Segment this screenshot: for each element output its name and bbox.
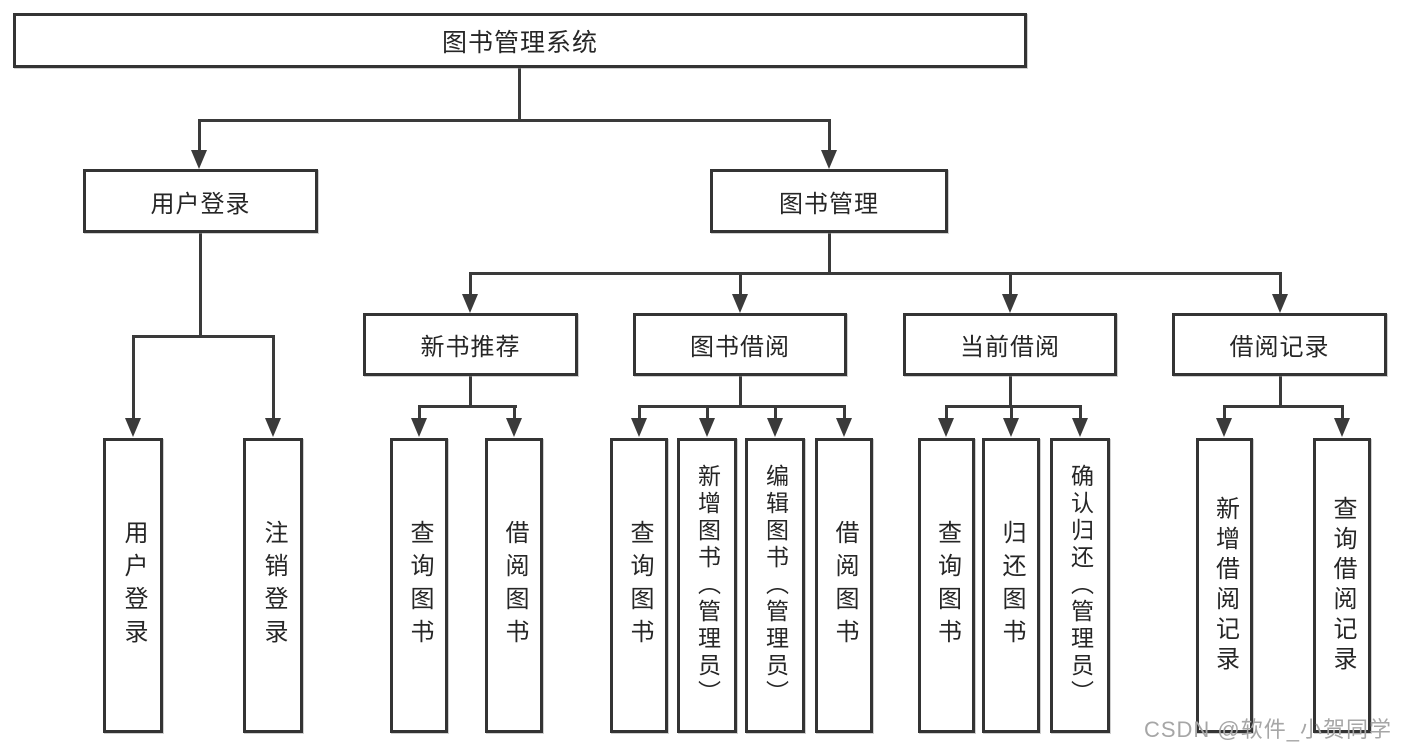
arrow-down-icon [125, 418, 141, 437]
connector-line [198, 119, 201, 153]
connector-line [739, 376, 742, 407]
leaf-label: 归还图书 [998, 519, 1025, 652]
connector-line [469, 272, 472, 297]
connector-line [418, 405, 421, 420]
connector-line [1223, 405, 1226, 420]
leaf-label: 查询借阅记录 [1329, 495, 1356, 676]
arrow-down-icon [836, 418, 852, 437]
arrow-down-icon [506, 418, 522, 437]
arrow-down-icon [821, 150, 837, 169]
leaf-label: 新增借阅记录 [1211, 495, 1239, 676]
leaf-label: 借阅图书 [831, 519, 858, 652]
connector-line [828, 233, 831, 275]
leaf-borrow-books: 借阅图书 [485, 438, 543, 733]
leaf-borrow-books-2: 借阅图书 [815, 438, 873, 733]
leaf-query-borrow-record: 查询借阅记录 [1313, 438, 1371, 733]
connector-line [513, 405, 516, 420]
node-label: 当前借阅 [960, 334, 1060, 361]
leaf-return-books: 归还图书 [982, 438, 1040, 733]
connector-line [945, 405, 1082, 408]
connector-line [774, 405, 777, 420]
connector-line [132, 335, 135, 420]
node-book-management-module: 图书管理 [710, 169, 948, 233]
connector-line [1279, 376, 1282, 407]
arrow-down-icon [1272, 294, 1288, 313]
leaf-query-books-2: 查询图书 [610, 438, 668, 733]
connector-line [272, 335, 275, 420]
node-user-login-module: 用户登录 [83, 169, 318, 233]
leaf-user-login: 用户登录 [103, 438, 163, 733]
leaf-label: 编辑图书（管理员） [762, 464, 789, 707]
connector-line [469, 272, 1282, 275]
node-borrowing-records: 借阅记录 [1172, 313, 1387, 376]
arrow-down-icon [732, 294, 748, 313]
node-label: 用户登录 [150, 190, 251, 218]
connector-line [469, 376, 472, 407]
connector-line [418, 405, 517, 408]
leaf-query-books-3: 查询图书 [918, 438, 975, 733]
leaf-logout: 注销登录 [243, 438, 303, 733]
leaf-label: 新增图书（管理员） [694, 464, 721, 707]
connector-line [1010, 405, 1013, 420]
connector-line [828, 119, 831, 153]
leaf-confirm-return-admin: 确认归还（管理员） [1050, 438, 1110, 733]
connector-line [198, 119, 831, 122]
connector-line [945, 405, 948, 420]
connector-line [1279, 272, 1282, 297]
leaf-edit-books-admin: 编辑图书（管理员） [745, 438, 805, 733]
arrow-down-icon [265, 418, 281, 437]
connector-line [132, 335, 275, 338]
connector-line [1009, 376, 1012, 407]
connector-line [638, 405, 641, 420]
arrow-down-icon [1216, 418, 1232, 437]
arrow-down-icon [1334, 418, 1350, 437]
connector-line [518, 68, 521, 122]
node-book-management-system: 图书管理系统 [13, 13, 1027, 68]
arrow-down-icon [767, 418, 783, 437]
leaf-query-books: 查询图书 [390, 438, 448, 733]
leaf-label: 注销登录 [260, 519, 287, 652]
connector-line [199, 233, 202, 337]
arrow-down-icon [462, 294, 478, 313]
node-new-book-recommendation: 新书推荐 [363, 313, 578, 376]
node-label: 新书推荐 [420, 334, 521, 361]
arrow-down-icon [631, 418, 647, 437]
watermark: CSDN @软件_小贺同学 [1143, 717, 1392, 742]
connector-line [638, 405, 846, 408]
leaf-label: 查询图书 [933, 519, 961, 652]
leaf-label: 借阅图书 [501, 519, 528, 652]
connector-line [1079, 405, 1082, 420]
node-label: 借阅记录 [1229, 334, 1330, 361]
node-book-borrowing: 图书借阅 [633, 313, 847, 376]
leaf-add-books-admin: 新增图书（管理员） [677, 438, 737, 733]
leaf-add-borrow-record: 新增借阅记录 [1196, 438, 1253, 733]
arrow-down-icon [699, 418, 715, 437]
connector-line [739, 272, 742, 297]
arrow-down-icon [938, 418, 954, 437]
connector-line [1341, 405, 1344, 420]
leaf-label: 查询图书 [406, 519, 433, 652]
connector-line [706, 405, 709, 420]
node-label: 图书借阅 [690, 334, 790, 361]
arrow-down-icon [191, 150, 207, 169]
leaf-label: 查询图书 [626, 519, 653, 652]
leaf-label: 确认归还（管理员） [1067, 464, 1094, 707]
connector-line [1009, 272, 1012, 297]
arrow-down-icon [1003, 418, 1019, 437]
leaf-label: 用户登录 [120, 519, 147, 652]
arrow-down-icon [1072, 418, 1088, 437]
node-current-borrowing: 当前借阅 [903, 313, 1117, 376]
arrow-down-icon [1002, 294, 1018, 313]
arrow-down-icon [411, 418, 427, 437]
node-label: 图书管理 [779, 190, 879, 218]
connector-line [843, 405, 846, 420]
node-label: 图书管理系统 [441, 28, 598, 57]
connector-line [1223, 405, 1344, 408]
